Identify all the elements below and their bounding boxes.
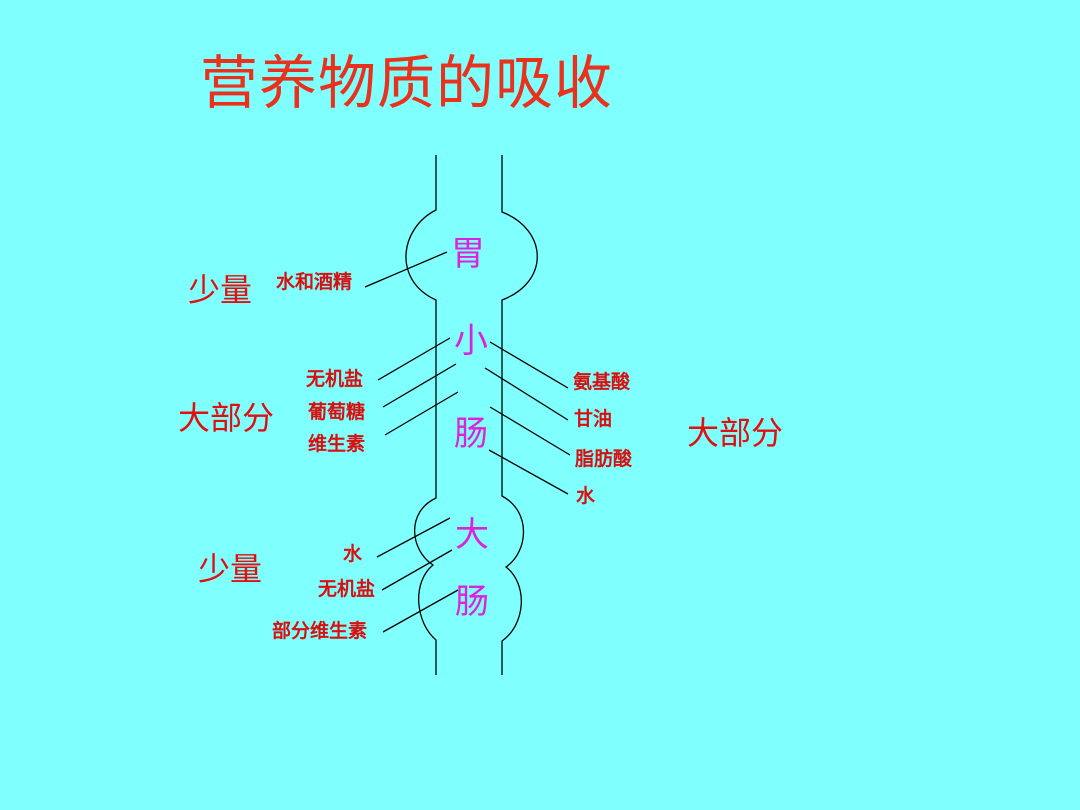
leader-line-glucose <box>382 363 457 408</box>
large-item: 无机盐 <box>318 578 376 600</box>
small-intestine-right-amount-label: 大部分 <box>687 414 784 452</box>
large-item: 部分维生素 <box>272 620 368 642</box>
leader-line-water-large <box>376 517 451 558</box>
tract-right-wall <box>501 155 538 675</box>
organ-small-intestine-label-2: 肠 <box>454 414 488 454</box>
organ-stomach-label: 胃 <box>451 234 485 274</box>
small-left-item: 维生素 <box>308 433 366 455</box>
leader-line-stomach <box>364 251 448 288</box>
leader-line-partial-vitamin <box>382 589 459 633</box>
leader-line-vitamin <box>384 391 459 436</box>
tract-left-wall <box>405 155 437 675</box>
leader-line-inorganic-salt <box>377 337 451 381</box>
small-right-item: 脂肪酸 <box>575 448 633 470</box>
small-intestine-left-amount-label: 大部分 <box>178 399 275 437</box>
leader-line-inorganic-salt-large <box>381 549 453 591</box>
leader-line-water-small <box>488 449 569 495</box>
small-right-item: 甘油 <box>574 408 613 430</box>
small-right-item: 水 <box>576 485 596 507</box>
organ-small-intestine-label-1: 小 <box>454 321 488 361</box>
small-left-item: 无机盐 <box>306 368 364 390</box>
small-right-item: 氨基酸 <box>573 371 631 393</box>
small-left-item: 葡萄糖 <box>308 401 366 423</box>
stomach-item: 水和酒精 <box>276 271 353 293</box>
leader-line-glycerol <box>484 367 569 421</box>
large-item: 水 <box>343 543 363 565</box>
leader-line-amino-acid <box>489 341 569 389</box>
stomach-amount-label: 少量 <box>188 271 253 309</box>
organ-large-intestine-label-2: 肠 <box>455 582 489 622</box>
large-intestine-amount-label: 少量 <box>198 550 263 588</box>
organ-large-intestine-label-1: 大 <box>455 515 489 555</box>
leader-line-fatty-acid <box>489 406 571 456</box>
slide-title: 营养物质的吸收 <box>200 49 614 117</box>
